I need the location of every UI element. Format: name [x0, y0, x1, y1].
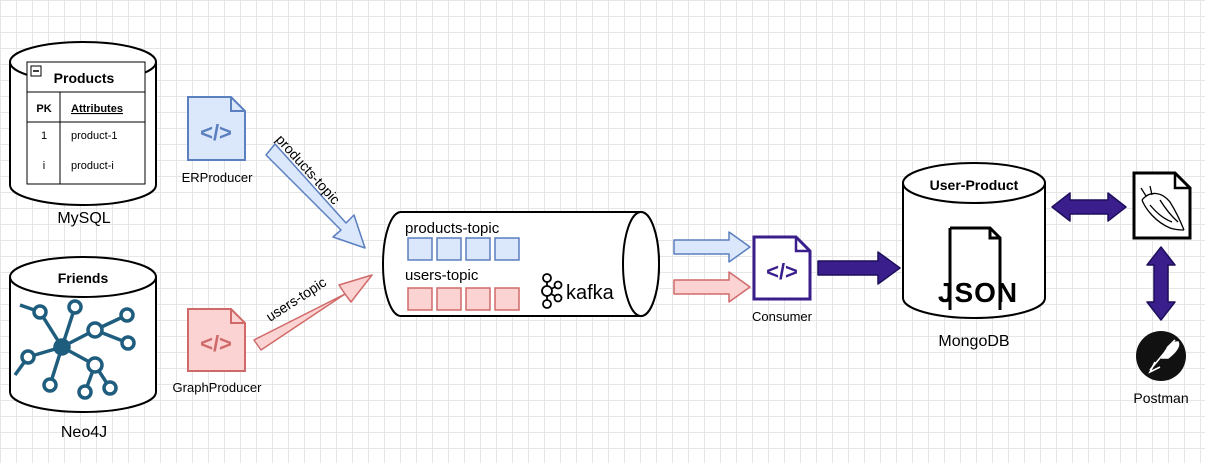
mongodb-cylinder-top: [902, 162, 1046, 204]
mongodb-api-double-arrow: [1051, 192, 1127, 222]
graph-nodes: [20, 299, 136, 400]
table-col-attributes: Attributes: [71, 103, 123, 115]
products-table: Products PK Attributes 1 product-1 i pro…: [26, 61, 146, 185]
neo4j-node: Friends Neo4J: [9, 256, 157, 441]
edge-label-users: users-topic: [263, 274, 329, 325]
er-producer-node[interactable]: </> ERProducer: [182, 96, 253, 185]
api-postman-double-arrow: [1146, 246, 1176, 321]
postman-figure: [1148, 339, 1180, 374]
flask-file-icon: [1132, 171, 1192, 240]
kafka-topic-users: users-topic: [405, 267, 479, 284]
neo4j-title: Friends: [58, 270, 109, 286]
json-text: JSON: [938, 277, 1018, 308]
json-file-icon: [948, 226, 1002, 310]
arrow-shape: [265, 143, 366, 249]
mysql-node: Products PK Attributes 1 product-1 i pro…: [9, 41, 157, 227]
table-row-attr: product-i: [71, 160, 114, 172]
kafka-logo-icon: [541, 273, 563, 309]
kafka-to-consumer-arrow-red: [673, 271, 751, 303]
graph-producer-label: GraphProducer: [173, 380, 263, 395]
neo4j-label: Neo4J: [61, 424, 107, 441]
table-col-pk: PK: [36, 103, 51, 115]
table-row-attr: product-1: [71, 130, 117, 142]
kafka-cylinder-end: [622, 211, 660, 317]
consumer-node[interactable]: </> Consumer: [752, 235, 813, 324]
code-symbol: </>: [200, 120, 232, 145]
code-symbol: </>: [766, 259, 798, 284]
graph-producer-node[interactable]: </> GraphProducer: [173, 308, 263, 395]
mongodb-title: User-Product: [930, 177, 1019, 193]
products-partitions: [407, 237, 520, 261]
mongodb-node: User-Product JSON MongoDB: [902, 162, 1046, 350]
kafka-topic-products: products-topic: [405, 220, 500, 237]
postman-label: Postman: [1133, 390, 1188, 406]
users-topic-arrow: users-topic: [253, 274, 373, 351]
er-producer-label: ERProducer: [182, 170, 253, 185]
products-topic-arrow: products-topic: [265, 131, 366, 249]
code-file-icon: [187, 96, 246, 161]
postman-node[interactable]: Postman: [1133, 331, 1189, 406]
arrow-shape: [253, 274, 373, 351]
flask-horn-icon: [1140, 185, 1185, 231]
mongodb-cylinder: [902, 183, 1046, 319]
code-file-icon: [752, 235, 812, 301]
code-file-icon: [187, 308, 246, 372]
mysql-label: MySQL: [57, 210, 110, 227]
users-partitions: [407, 287, 520, 311]
kafka-node: products-topic users-topic kafka: [382, 211, 660, 317]
neo4j-cylinder-top: [9, 256, 157, 298]
table-row-pk: 1: [41, 130, 47, 142]
consumer-to-mongodb-arrow: [817, 251, 901, 285]
api-node[interactable]: [1132, 171, 1192, 240]
code-symbol: </>: [200, 331, 232, 356]
consumer-label: Consumer: [752, 309, 813, 324]
table-title: Products: [54, 70, 115, 86]
mongodb-label: MongoDB: [938, 333, 1009, 350]
table-row-pk: i: [43, 160, 45, 172]
kafka-to-consumer-arrow-blue: [673, 231, 751, 263]
kafka-logo-text: kafka: [566, 282, 615, 304]
